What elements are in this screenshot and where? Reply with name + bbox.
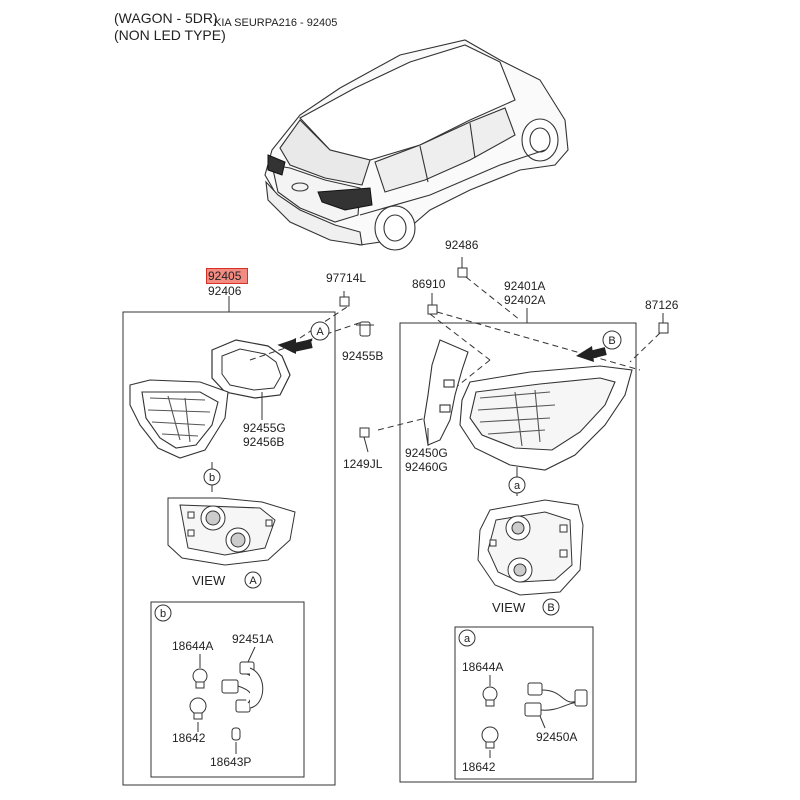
screw-1249JL (359, 427, 370, 453)
dashed-guide-b1 (436, 311, 641, 371)
part-label-18642-a[interactable]: 18642 (462, 760, 496, 774)
callout-A-letter: A (316, 326, 324, 338)
view-a-arrow-shaft (293, 340, 313, 352)
callout-B-circle[interactable] (602, 330, 622, 350)
view-a-callout-circle[interactable] (244, 571, 262, 589)
clip-97714L (339, 291, 350, 307)
bracket-92450G (423, 339, 469, 446)
part-label-92406[interactable]: 92406 (208, 284, 242, 298)
detail-b-callout-letter: b (160, 608, 166, 620)
callout-b-letter: b (209, 472, 215, 484)
part-label-92455B[interactable]: 92455B (342, 349, 383, 363)
detail-a-callout-circle[interactable] (458, 629, 476, 647)
part-label-86910[interactable]: 86910 (412, 277, 446, 291)
callout-a-letter: a (514, 480, 521, 492)
part-label-87126[interactable]: 87126 (645, 298, 679, 312)
part-label-18643P[interactable]: 18643P (210, 755, 251, 769)
view-b-callout-letter: B (547, 602, 554, 614)
view-b-arrow-head (576, 346, 594, 362)
wiring-harness-92451A (189, 646, 264, 754)
callout-A-circle[interactable] (310, 321, 330, 341)
part-label-92456B[interactable]: 92456B (243, 435, 284, 449)
clip-87126 (658, 313, 669, 334)
clip-86910 (427, 293, 438, 315)
view-a-arrow-head (280, 338, 296, 354)
socket-92455B (356, 321, 374, 337)
inner-tail-lamp (129, 379, 229, 459)
outer-tail-lamp (459, 365, 633, 471)
part-highlight-box[interactable] (206, 268, 248, 284)
view-a-lamp-back (167, 497, 296, 566)
part-label-92486[interactable]: 92486 (445, 238, 479, 252)
outer-lamp-assembly-frame (399, 322, 637, 783)
header-lamp-type: (NON LED TYPE) (114, 27, 226, 43)
gasket-92455G (211, 339, 291, 399)
gasket-inner (221, 348, 282, 391)
callout-a-circle[interactable] (508, 476, 526, 494)
view-b-callout-circle[interactable] (542, 598, 560, 616)
part-label-18642-b[interactable]: 18642 (172, 731, 206, 745)
detail-b-callout-circle[interactable] (154, 604, 172, 622)
part-label-18644A-b[interactable]: 18644A (172, 639, 213, 653)
part-label-92450G[interactable]: 92450G (405, 446, 448, 460)
dashed-guide-b2 (465, 276, 521, 321)
part-label-97714L[interactable]: 97714L (326, 271, 366, 285)
view-b-arrow-shaft (589, 347, 607, 359)
callout-B-letter: B (608, 335, 615, 347)
nut-92486 (457, 257, 468, 278)
part-label-92450A[interactable]: 92450A (536, 730, 577, 744)
part-label-92455G[interactable]: 92455G (243, 421, 286, 435)
header-wagon-type: (WAGON - 5DR) (114, 10, 218, 26)
view-b-label: VIEW (492, 600, 526, 615)
view-a-callout-letter: A (249, 575, 257, 587)
car-left-tail-lamp (267, 154, 286, 176)
callout-b-circle[interactable] (203, 468, 221, 486)
detail-box-a (454, 626, 594, 780)
part-label-92401A[interactable]: 92401A (504, 279, 545, 293)
part-label-92402A[interactable]: 92402A (504, 293, 545, 307)
view-b-lamp-back (477, 499, 584, 596)
dashed-guide-b3 (429, 313, 491, 361)
detail-box-b (150, 601, 305, 778)
car-right-tail-lamp (317, 187, 373, 211)
part-label-92451A[interactable]: 92451A (232, 632, 273, 646)
wiring-harness-92450A (481, 675, 588, 758)
part-label-18644A-a[interactable]: 18644A (462, 660, 503, 674)
dashed-guide-b5 (629, 332, 661, 363)
detail-a-callout-letter: a (464, 633, 471, 645)
part-label-1249JL[interactable]: 1249JL (343, 457, 383, 471)
part-label-92460G[interactable]: 92460G (405, 460, 448, 474)
view-a-label: VIEW (192, 573, 226, 588)
header-model-code: KIA SEURPA216 - 92405 (214, 17, 338, 29)
part-label-92405[interactable]: 92405 (208, 269, 242, 283)
car-illustration (264, 39, 569, 251)
